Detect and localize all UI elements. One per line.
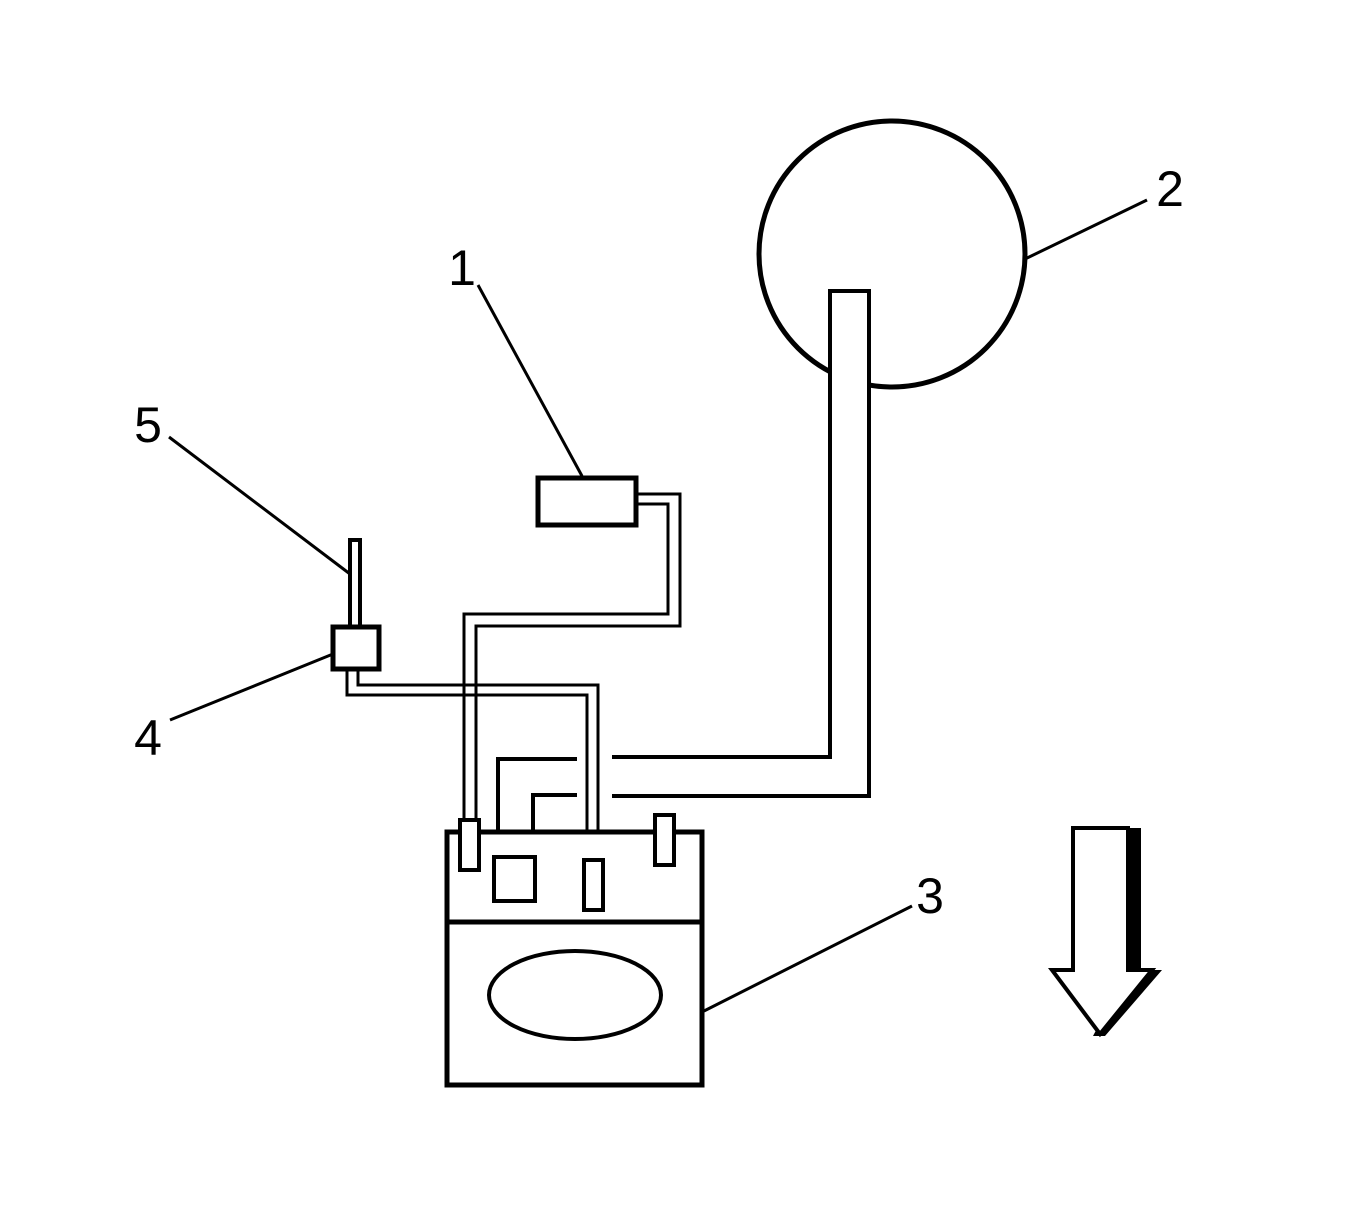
probe-rod [348, 538, 362, 632]
leader-line-1 [476, 284, 584, 477]
leader-line-5 [168, 435, 351, 576]
arrow-down-icon [1048, 826, 1162, 1038]
callout-4: 4 [134, 710, 162, 766]
terminal-square [492, 855, 537, 903]
leader-line-4 [169, 652, 334, 722]
callout-3: 3 [916, 868, 944, 924]
terminal-right [582, 858, 605, 912]
callout-1: 1 [448, 240, 476, 296]
large-pipe [612, 291, 869, 796]
terminal-left [458, 818, 481, 872]
hose-stub-upper [496, 757, 577, 857]
sensor-harness-inner [462, 502, 670, 822]
leader-line-3 [703, 904, 913, 1013]
callout-5: 5 [134, 397, 162, 453]
callout-2: 2 [1156, 161, 1184, 217]
connector-block [330, 624, 382, 672]
connector-harness-inner [356, 669, 600, 862]
sensor-box [535, 475, 639, 528]
sensor-harness-outer [474, 492, 682, 822]
terminal-far-right [653, 813, 676, 867]
large-pipe-outline [612, 289, 871, 798]
module-window [487, 949, 663, 1041]
leader-line-2 [1024, 198, 1148, 261]
reservoir-circle [756, 118, 1028, 390]
connector-harness-outer [345, 669, 589, 862]
